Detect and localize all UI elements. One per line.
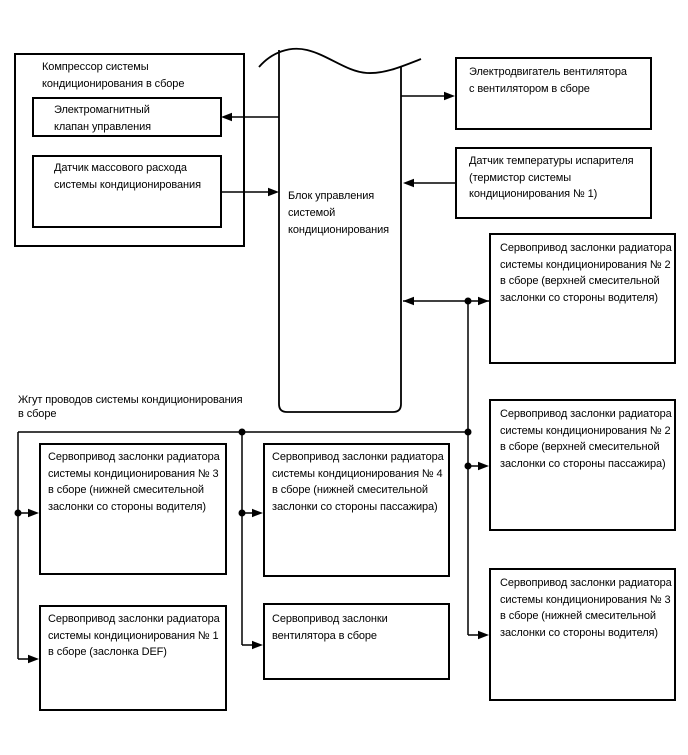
junction-dot: [464, 297, 472, 305]
box-compressor-assembly: Компрессор системы кондиционирования в с…: [14, 53, 245, 247]
compressor-assembly-label: Компрессор системы кондиционирования в с…: [42, 61, 185, 90]
box-fan-motor: Электродвигатель вентилятора с вентилято…: [455, 57, 652, 130]
box-servo2-passenger: Сервопривод заслонки радиатора системы к…: [489, 399, 676, 531]
arrowhead-into-controlunit-right: [403, 178, 414, 188]
servo2-driver-label: Сервопривод заслонки радиатора системы к…: [500, 242, 672, 304]
arrowheads: [28, 91, 489, 664]
arrowhead-into-solenoid: [221, 112, 232, 122]
box-mass-flow-sensor: Датчик массового расхода системы кондици…: [32, 155, 222, 228]
box-servo3-left: Сервопривод заслонки радиатора системы к…: [39, 443, 227, 575]
junction-dots: [14, 297, 472, 517]
arrowhead-into-controlunit-left: [268, 187, 279, 197]
servo3-left-label: Сервопривод заслонки радиатора системы к…: [48, 451, 220, 513]
control-unit-outline: [258, 47, 422, 413]
arrowhead-into-fanflapservo: [252, 640, 263, 650]
junction-dot: [464, 462, 472, 470]
junction-dot: [238, 428, 246, 436]
mass-flow-sensor-label: Датчик массового расхода системы кондици…: [54, 162, 201, 191]
arrowhead-into-servo3right: [478, 630, 489, 640]
box-evaporator-sensor: Датчик температуры испарителя (термистор…: [455, 147, 652, 219]
box-fan-flap-servo: Сервопривод заслонки вентилятора в сборе: [263, 603, 450, 680]
box-solenoid-valve: Электромагнитный клапан управления: [32, 97, 222, 137]
junction-dot: [14, 509, 22, 517]
fan-motor-label: Электродвигатель вентилятора с вентилято…: [469, 66, 627, 95]
control-unit-label: Блок управления системой кондиционирован…: [288, 190, 390, 236]
servo3-right-label: Сервопривод заслонки радиатора системы к…: [500, 577, 672, 639]
box-servo2-driver: Сервопривод заслонки радиатора системы к…: [489, 233, 676, 364]
harness-label: Жгут проводов системы кондиционирования …: [18, 394, 243, 420]
box-servo1-def: Сервопривод заслонки радиатора системы к…: [39, 605, 227, 711]
fan-flap-servo-label: Сервопривод заслонки вентилятора в сборе: [272, 613, 388, 642]
solenoid-valve-label: Электромагнитный клапан управления: [54, 104, 151, 133]
servo4-passenger-label: Сервопривод заслонки радиатора системы к…: [272, 451, 444, 513]
arrowhead-into-servo3left: [28, 508, 39, 518]
arrowhead-into-servo4: [252, 508, 263, 518]
arrowhead-into-servo1def: [28, 654, 39, 664]
servo2-passenger-label: Сервопривод заслонки радиатора системы к…: [500, 408, 672, 470]
box-servo4-passenger: Сервопривод заслонки радиатора системы к…: [263, 443, 450, 577]
arrowhead-into-fanmotor: [444, 91, 455, 101]
junction-dot: [238, 509, 246, 517]
junction-dot: [464, 428, 472, 436]
arrowhead-into-servo2passenger: [478, 461, 489, 471]
arrowhead-bidir-right: [478, 296, 489, 306]
box-servo3-right: Сервопривод заслонки радиатора системы к…: [489, 568, 676, 701]
evaporator-sensor-label: Датчик температуры испарителя (термистор…: [469, 155, 634, 200]
arrowhead-bidir-left: [403, 296, 414, 306]
servo1-def-label: Сервопривод заслонки радиатора системы к…: [48, 613, 220, 658]
